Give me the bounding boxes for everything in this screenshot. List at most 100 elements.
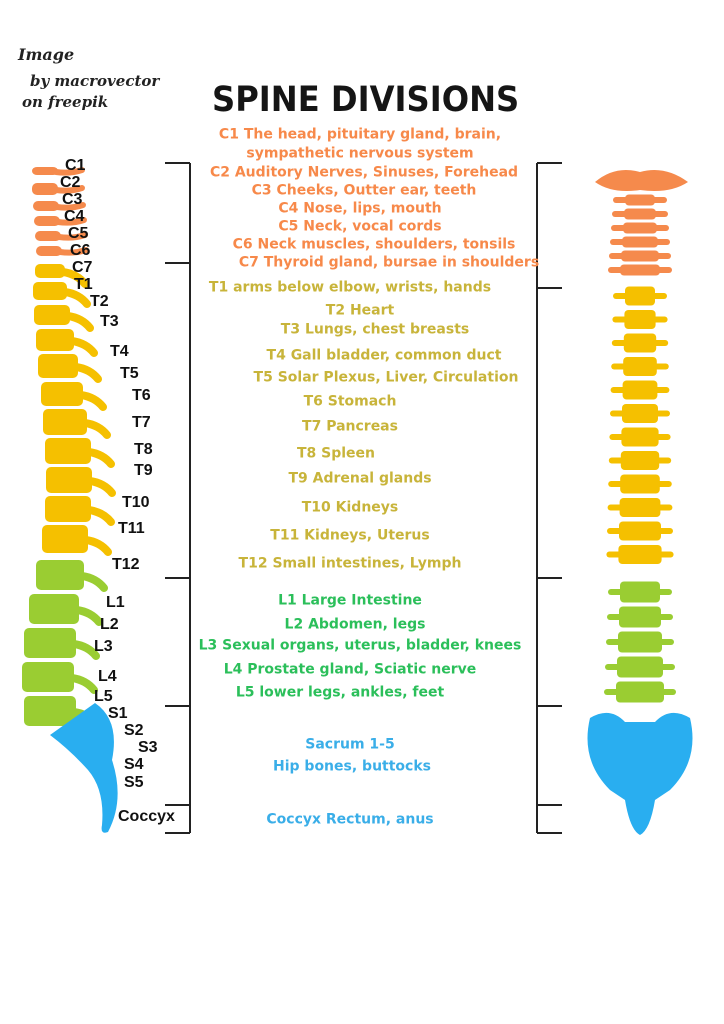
vertebra-body xyxy=(29,594,79,624)
transverse-process xyxy=(607,504,673,511)
vertebra-label: C6 xyxy=(70,242,91,259)
transverse-process xyxy=(607,614,673,620)
spinous-process xyxy=(53,167,85,176)
vertebra-body xyxy=(42,525,88,553)
spinous-process xyxy=(73,606,103,626)
spinous-process xyxy=(68,337,98,357)
thoracic-description: T4 Gall bladder, common duct xyxy=(266,347,502,364)
vertebra-label: S3 xyxy=(138,739,158,756)
transverse-process xyxy=(612,316,668,323)
cervical-description: C1 The head, pituitary gland, brain, xyxy=(218,126,502,143)
transverse-process xyxy=(613,197,667,203)
atlas xyxy=(595,169,688,191)
thoracic-description: T5 Solar Plexus, Liver, Circulation xyxy=(253,369,519,386)
lumbar-description: L2 Abdomen, legs xyxy=(284,616,426,633)
vertebra-label: C3 xyxy=(62,191,83,208)
transverse-process xyxy=(608,267,672,273)
cervical-description: C4 Nose, lips, mouth xyxy=(278,200,442,217)
cervical-description: C2 Auditory Nerves, Sinuses, Forehead xyxy=(209,164,519,181)
transverse-process xyxy=(609,253,671,259)
transverse-process xyxy=(606,639,674,645)
vertebra-body xyxy=(38,354,78,378)
thoracic-description: T2 Heart xyxy=(325,302,395,319)
transverse-process xyxy=(613,293,667,299)
vertebra-label: T6 xyxy=(132,387,151,404)
vertebra-label: T2 xyxy=(90,293,109,310)
thoracic-description: T8 Spleen xyxy=(296,445,376,462)
vertebra-label: T3 xyxy=(100,313,119,330)
vertebra-label: C1 xyxy=(65,157,86,174)
transverse-process xyxy=(611,340,669,346)
lumbar-description: L5 lower legs, ankles, feet xyxy=(235,684,445,701)
pelvis-sacrum xyxy=(587,712,693,835)
transverse-process xyxy=(611,363,669,370)
transverse-process xyxy=(611,225,669,231)
spinous-process xyxy=(59,268,89,288)
cervical-description: C6 Neck muscles, shoulders, tonsils xyxy=(232,236,516,253)
vertebra-label: L5 xyxy=(94,688,113,705)
thoracic-description: T11 Kidneys, Uterus xyxy=(270,527,430,544)
vertebra-label: C4 xyxy=(64,208,85,225)
vertebra-label: S2 xyxy=(124,722,144,739)
thoracic-description: T1 arms below elbow, wrists, hands xyxy=(208,279,492,296)
cervical-description: sympathetic nervous system xyxy=(246,145,474,162)
vertebra-label: L1 xyxy=(106,594,125,611)
vertebra-body xyxy=(33,282,67,300)
transverse-process xyxy=(612,211,668,217)
vertebra-label: T10 xyxy=(122,494,150,511)
vertebra-body xyxy=(45,438,91,464)
spinous-process xyxy=(57,247,89,256)
vertebra-body xyxy=(34,305,70,325)
spinous-process xyxy=(68,674,98,694)
spinous-process xyxy=(53,185,85,194)
transverse-process xyxy=(609,434,671,440)
vertebra-label: T4 xyxy=(110,343,129,360)
spinous-process xyxy=(78,572,108,592)
lumbar-description: L3 Sexual organs, uterus, bladder, knees xyxy=(198,637,522,654)
thoracic-description: T9 Adrenal glands xyxy=(288,470,432,487)
vertebra-body xyxy=(36,329,74,351)
vertebra-label: T12 xyxy=(112,556,140,573)
transverse-process xyxy=(610,387,670,393)
spinous-process xyxy=(70,640,100,660)
vertebra-body xyxy=(32,167,58,175)
vertebra-label: L2 xyxy=(100,616,119,633)
spinous-process xyxy=(54,202,86,211)
vertebra-body xyxy=(36,560,84,590)
vertebra-body xyxy=(35,231,61,241)
vertebra-label: C7 xyxy=(72,259,93,276)
spinous-process xyxy=(81,419,111,439)
lumbar-description: L4 Prostate gland, Sciatic nerve xyxy=(223,661,477,678)
cervical-description: C7 Thyroid gland, bursae in shoulders xyxy=(238,254,540,271)
transverse-process xyxy=(610,410,670,417)
image-credit-line2: by macrovector xyxy=(30,72,160,90)
image-credit-line3: on freepik xyxy=(22,93,109,111)
transverse-process xyxy=(606,551,674,558)
thoracic-description: T6 Stomach xyxy=(303,393,397,410)
spinous-process xyxy=(86,477,116,497)
sacral-description: Sacrum 1-5 xyxy=(305,736,395,753)
vertebra-body xyxy=(32,183,58,195)
vertebra-label: Coccyx xyxy=(118,808,175,825)
vertebra-label: T9 xyxy=(134,462,153,479)
thoracic-description: T12 Small intestines, Lymph xyxy=(238,555,462,572)
cervical-description: C5 Neck, vocal cords xyxy=(278,218,442,235)
vertebra-label: L4 xyxy=(98,668,117,685)
transverse-process xyxy=(605,664,675,670)
spinous-process xyxy=(72,363,102,383)
vertebra-body xyxy=(22,662,74,692)
spinous-process xyxy=(77,391,107,411)
image-credit-line1: Image xyxy=(18,45,75,64)
vertebra-body xyxy=(45,496,91,522)
sacral-description: Hip bones, buttocks xyxy=(273,758,431,775)
vertebra-label: T1 xyxy=(74,276,93,293)
vertebra-label: L3 xyxy=(94,638,113,655)
vertebra-label: C2 xyxy=(60,174,81,191)
vertebra-label: T11 xyxy=(118,520,145,537)
spinous-process xyxy=(55,217,87,226)
transverse-process xyxy=(608,481,672,487)
vertebra-body xyxy=(24,696,76,726)
spinous-process xyxy=(85,448,115,468)
vertebra-label: C5 xyxy=(68,225,89,242)
